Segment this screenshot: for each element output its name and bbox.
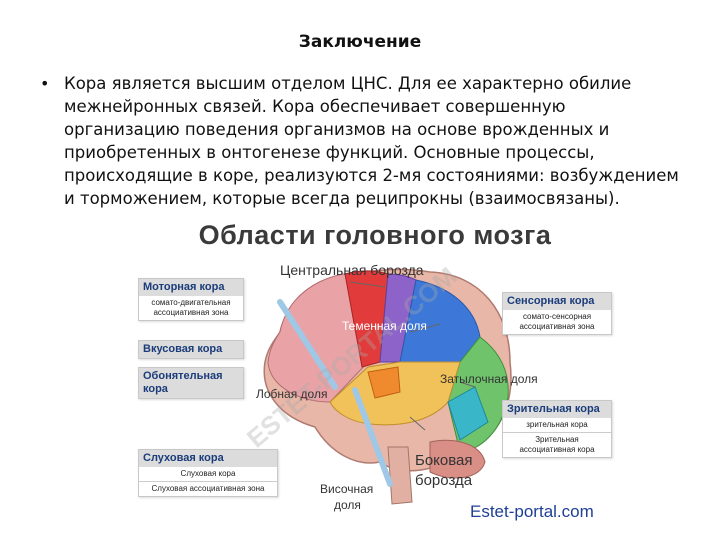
label-temporal-1: Височная xyxy=(320,482,373,496)
box-visual-sub1: зрительная кора xyxy=(503,418,611,433)
box-sensory-sub: сомато-сенсорная ассоциативная зона xyxy=(503,310,611,334)
bullet-marker: • xyxy=(40,74,49,93)
box-auditory-sub1: Слуховая кора xyxy=(139,467,277,482)
label-parietal: Теменная доля xyxy=(342,319,427,333)
label-occipital: Затылочная доля xyxy=(440,372,538,386)
bullet-list: • Кора является высшим отделом ЦНС. Для … xyxy=(40,72,680,212)
box-taste-cortex: Вкусовая кора xyxy=(138,340,244,359)
box-auditory-sub2: Слуховая ассоциативная зона xyxy=(139,482,277,496)
label-temporal-2: доля xyxy=(334,498,361,512)
box-visual-head: Зрительная кора xyxy=(503,401,611,418)
box-motor-head: Моторная кора xyxy=(139,279,243,296)
label-lateral-1: Боковая xyxy=(415,452,473,469)
brainstem xyxy=(388,447,412,504)
bullet-text: Кора является высшим отделом ЦНС. Для ее… xyxy=(64,72,680,210)
box-motor-sub: сомато-двигательная ассоциативная зона xyxy=(139,296,243,320)
box-sensory-cortex: Сенсорная кора сомато-сенсорная ассоциат… xyxy=(502,292,612,335)
box-taste-head: Вкусовая кора xyxy=(139,341,243,358)
box-auditory-cortex: Слуховая кора Слуховая кора Слуховая асс… xyxy=(138,449,278,497)
box-sensory-head: Сенсорная кора xyxy=(503,293,611,310)
box-visual-sub2: Зрительная ассоциативная кора xyxy=(503,433,611,457)
box-auditory-head: Слуховая кора xyxy=(139,450,277,467)
brain-figure: Области головного мозга ESTET-PORTAL. xyxy=(130,212,620,532)
label-central-sulcus: Центральная борозда xyxy=(280,262,424,278)
site-credit: Estet-portal.com xyxy=(470,502,594,522)
label-frontal: Лобная доля xyxy=(256,387,327,401)
box-motor-cortex: Моторная кора сомато-двигательная ассоци… xyxy=(138,278,244,321)
slide-title: Заключение xyxy=(0,32,720,52)
label-lateral-2: борозда xyxy=(415,472,472,489)
box-olfactory-head: Обонятельная кора xyxy=(139,368,243,398)
box-visual-cortex: Зрительная кора зрительная кора Зрительн… xyxy=(502,400,612,458)
box-olfactory-cortex: Обонятельная кора xyxy=(138,367,244,399)
